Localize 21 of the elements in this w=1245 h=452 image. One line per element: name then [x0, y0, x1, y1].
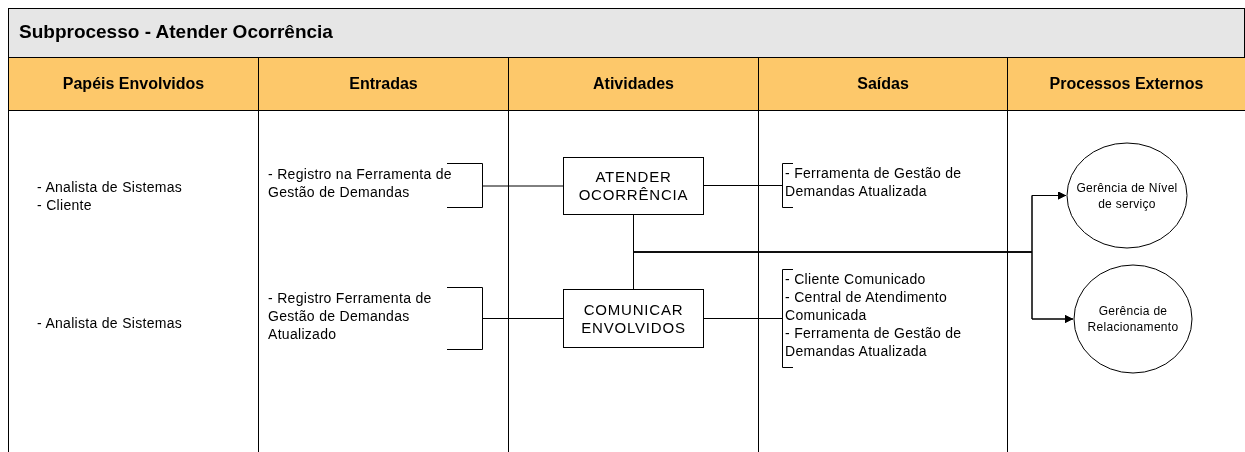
- annotation-bracket: - Registro Ferramenta de Gestão de Demandas Atualizado: [268, 287, 483, 350]
- external-process-ellipse: Gerência de Relacionamento: [1073, 264, 1193, 374]
- column-header: Processos Externos: [1007, 57, 1245, 111]
- column-header: Papéis Envolvidos: [8, 57, 259, 111]
- column-header: Atividades: [508, 57, 759, 111]
- connector-line: [703, 185, 783, 186]
- column-header: Saídas: [758, 57, 1008, 111]
- annotation-bracket: - Ferramenta de Gestão de Demandas Atualizada: [782, 163, 992, 208]
- annotation-bracket: - Cliente Comunicado - Central de Atendimento Comunicada - Ferramenta de Gestão de Demandas Atualizada: [782, 269, 1004, 368]
- connector-line: [703, 318, 783, 319]
- external-process-ellipse: Gerência de Nível de serviço: [1066, 142, 1188, 249]
- annotation-bracket: - Registro na Ferramenta de Gestão de Demandas: [268, 163, 483, 208]
- column-header: Entradas: [258, 57, 509, 111]
- arrow: [633, 251, 1074, 323]
- connector-line: [482, 185, 564, 187]
- process-box: ATENDER OCORRÊNCIA: [563, 157, 704, 215]
- role-text: - Analista de Sistemas - Cliente: [37, 178, 184, 214]
- process-box: COMUNICAR ENVOLVIDOS: [563, 289, 704, 348]
- role-text: - Analista de Sistemas: [37, 314, 184, 332]
- title-bar: Subprocesso - Atender Ocorrência: [8, 8, 1245, 58]
- connector-line: [482, 318, 564, 319]
